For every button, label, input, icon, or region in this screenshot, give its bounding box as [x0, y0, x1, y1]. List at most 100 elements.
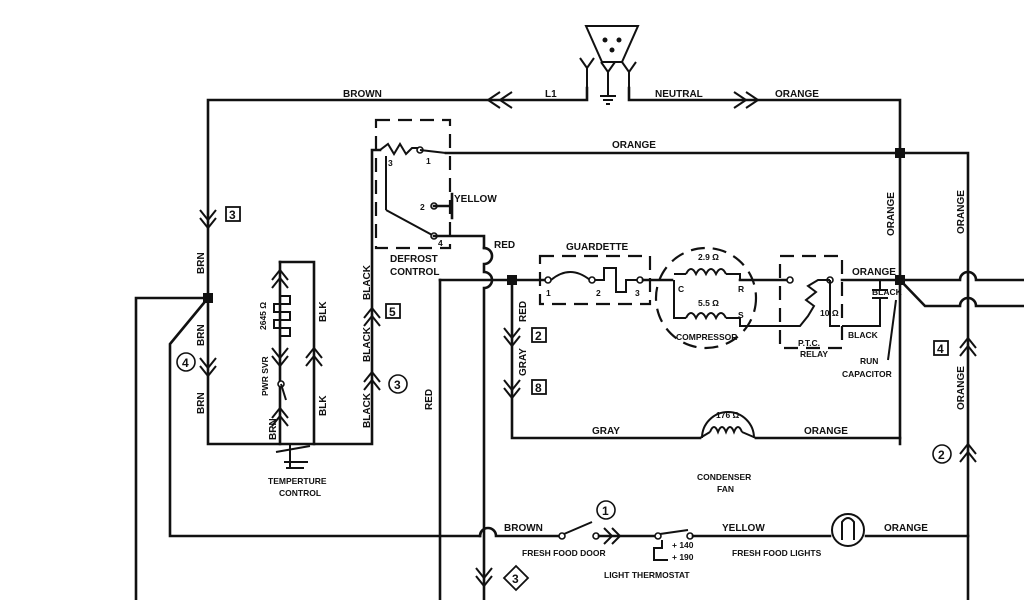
label-thermo-lo: + 190 — [672, 552, 694, 562]
g-term-1: 1 — [546, 288, 551, 298]
black-arrow-2 — [363, 370, 381, 391]
label-defrost-2: CONTROL — [390, 267, 439, 278]
label-fresh-food-door: FRESH FOOD DOOR — [522, 548, 606, 558]
heater-zigzag — [273, 295, 291, 337]
tc-arrow-down-left — [271, 347, 289, 368]
label-condenser-1: CONDENSER — [697, 472, 751, 482]
label-brown-bottom: BROWN — [504, 523, 543, 534]
lamp-icon — [831, 513, 865, 547]
label-brn-1: BRN — [196, 252, 207, 274]
run-capacitor — [842, 280, 888, 327]
g-term-3: 3 — [635, 288, 640, 298]
label-black-cap2: BLACK — [848, 330, 879, 340]
label-black-2: BLACK — [362, 326, 373, 362]
marker-sq3: 3 — [229, 208, 236, 222]
marker-sq2: 2 — [535, 329, 542, 343]
label-run-cap-1: RUN — [860, 356, 878, 366]
label-ptc-1: P.T.C. — [798, 338, 820, 348]
c-term-r: R — [738, 284, 744, 294]
label-light-thermostat: LIGHT THERMOSTAT — [604, 570, 690, 580]
brn-arrow-mid — [199, 357, 217, 378]
label-ptc-2: RELAY — [800, 349, 828, 359]
fan-coil — [699, 426, 757, 439]
wire-brn-down — [206, 148, 382, 446]
label-gray-fan: GRAY — [592, 426, 620, 437]
ptc-resistor — [790, 279, 830, 327]
compressor-circle — [654, 246, 758, 350]
c-term-c: C — [678, 284, 684, 294]
label-comp-r2: 5.5 Ω — [698, 298, 719, 308]
wire-yellow-dc — [432, 192, 454, 220]
ptc-relay-box — [778, 254, 844, 350]
marker-sq8: 8 — [535, 381, 542, 395]
label-blk-tc2: BLK — [318, 395, 329, 416]
label-orange-comp: ORANGE — [852, 267, 896, 278]
label-gray-vert: GRAY — [518, 348, 529, 376]
label-brn-2: BRN — [196, 324, 207, 346]
label-heater: 2645 Ω — [258, 302, 268, 330]
marker-c4: 4 — [182, 356, 189, 370]
c-term-s: S — [738, 310, 744, 320]
red-arrow-bottom — [475, 567, 493, 588]
orange-arrow-right-2 — [959, 442, 977, 463]
temp-control-symbol — [275, 444, 311, 469]
label-orange-top: ORANGE — [775, 89, 819, 100]
label-orange-far-right: ORANGE — [956, 190, 967, 234]
label-brn-tc: BRN — [268, 418, 279, 440]
label-yellow-dc: YELLOW — [454, 194, 497, 205]
dc-term-3: 3 — [388, 158, 393, 168]
label-orange-bottom: ORANGE — [884, 523, 928, 534]
gray-arrow-1 — [503, 327, 521, 348]
dc-term-1: 1 — [426, 156, 431, 166]
defrost-link — [419, 149, 447, 154]
label-brown-top: BROWN — [343, 89, 382, 100]
label-compressor: COMPRESSOR — [676, 332, 737, 342]
label-red-vert: RED — [518, 301, 529, 322]
defrost-internal — [385, 156, 435, 237]
label-fresh-food-lights: FRESH FOOD LIGHTS — [732, 548, 822, 558]
dc-term-4: 4 — [438, 238, 443, 248]
brn-arrow-top — [199, 209, 217, 230]
label-comp-r1: 2.9 Ω — [698, 252, 719, 262]
wire-red — [432, 234, 486, 250]
label-black-cap: BLACK — [872, 287, 903, 297]
thermostat-switch — [659, 529, 689, 535]
marker-d3: 3 — [512, 572, 519, 586]
wire-right-diag — [898, 278, 1024, 308]
marker-c2: 2 — [938, 448, 945, 462]
marker-sq4: 4 — [937, 342, 944, 356]
wire-l1 — [206, 86, 589, 300]
defrost-control-box — [374, 118, 452, 250]
wire-right-top — [898, 270, 1024, 282]
label-brn-3: BRN — [196, 392, 207, 414]
wire-red-vert — [482, 246, 494, 600]
black-arrow-1 — [363, 306, 381, 327]
dc-term-2: 2 — [420, 202, 425, 212]
label-condenser-2: FAN — [717, 484, 734, 494]
label-temp-control-2: CONTROL — [279, 488, 321, 498]
marker-c1: 1 — [602, 504, 609, 518]
l1-arrow — [486, 91, 513, 109]
door-switch — [563, 521, 593, 535]
wire-bottom — [478, 526, 562, 538]
comp-coil-2 — [685, 312, 727, 321]
neutral-arrow — [733, 91, 760, 109]
label-neutral: NEUTRAL — [655, 89, 703, 100]
tc-arrow-up-left2 — [271, 406, 289, 427]
orange-arrow-right-1 — [959, 336, 977, 357]
wire-tc-right — [278, 260, 316, 446]
label-l1: L1 — [545, 89, 557, 100]
marker-c3: 3 — [394, 378, 401, 392]
label-black-1: BLACK — [362, 264, 373, 300]
power-plug — [579, 25, 640, 105]
label-fan-r: 176 Ω — [716, 410, 740, 420]
comp-coil-1 — [685, 268, 727, 277]
label-orange-fan: ORANGE — [804, 426, 848, 437]
label-red-dc: RED — [494, 240, 515, 251]
label-orange-right-top: ORANGE — [886, 192, 897, 236]
wire-left-branch — [134, 296, 205, 600]
wire-neutral — [627, 86, 902, 446]
label-pwr-svr: PWR SVR — [260, 356, 270, 396]
tc-arrow-up-left — [271, 268, 289, 289]
